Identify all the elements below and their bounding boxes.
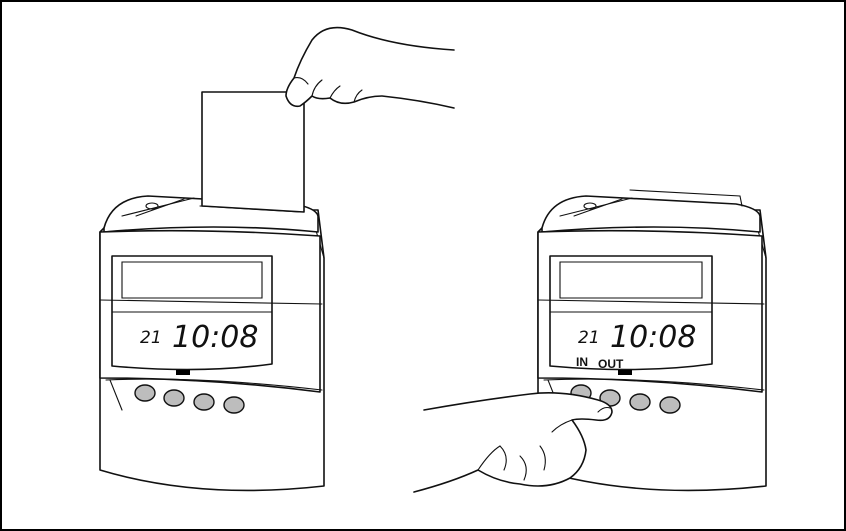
right-button-4[interactable] xyxy=(660,397,680,413)
left-button-4[interactable] xyxy=(224,397,244,413)
left-button-1[interactable] xyxy=(135,385,155,401)
label-out: OUT xyxy=(598,357,624,371)
time-card xyxy=(202,92,304,212)
left-display-time: 10:08 xyxy=(172,320,258,355)
right-button-3[interactable] xyxy=(630,394,650,410)
right-indicator-bar xyxy=(618,370,632,375)
label-in: IN xyxy=(576,355,588,369)
left-time-clock: 21 10:08 xyxy=(100,196,324,490)
right-display-day: 21 xyxy=(578,328,600,348)
left-indicator-bar xyxy=(176,370,190,375)
left-button-2[interactable] xyxy=(164,390,184,406)
time-card-sheet xyxy=(202,92,304,212)
left-button-3[interactable] xyxy=(194,394,214,410)
left-display-day: 21 xyxy=(140,328,162,348)
right-display-time: 10:08 xyxy=(610,320,696,355)
